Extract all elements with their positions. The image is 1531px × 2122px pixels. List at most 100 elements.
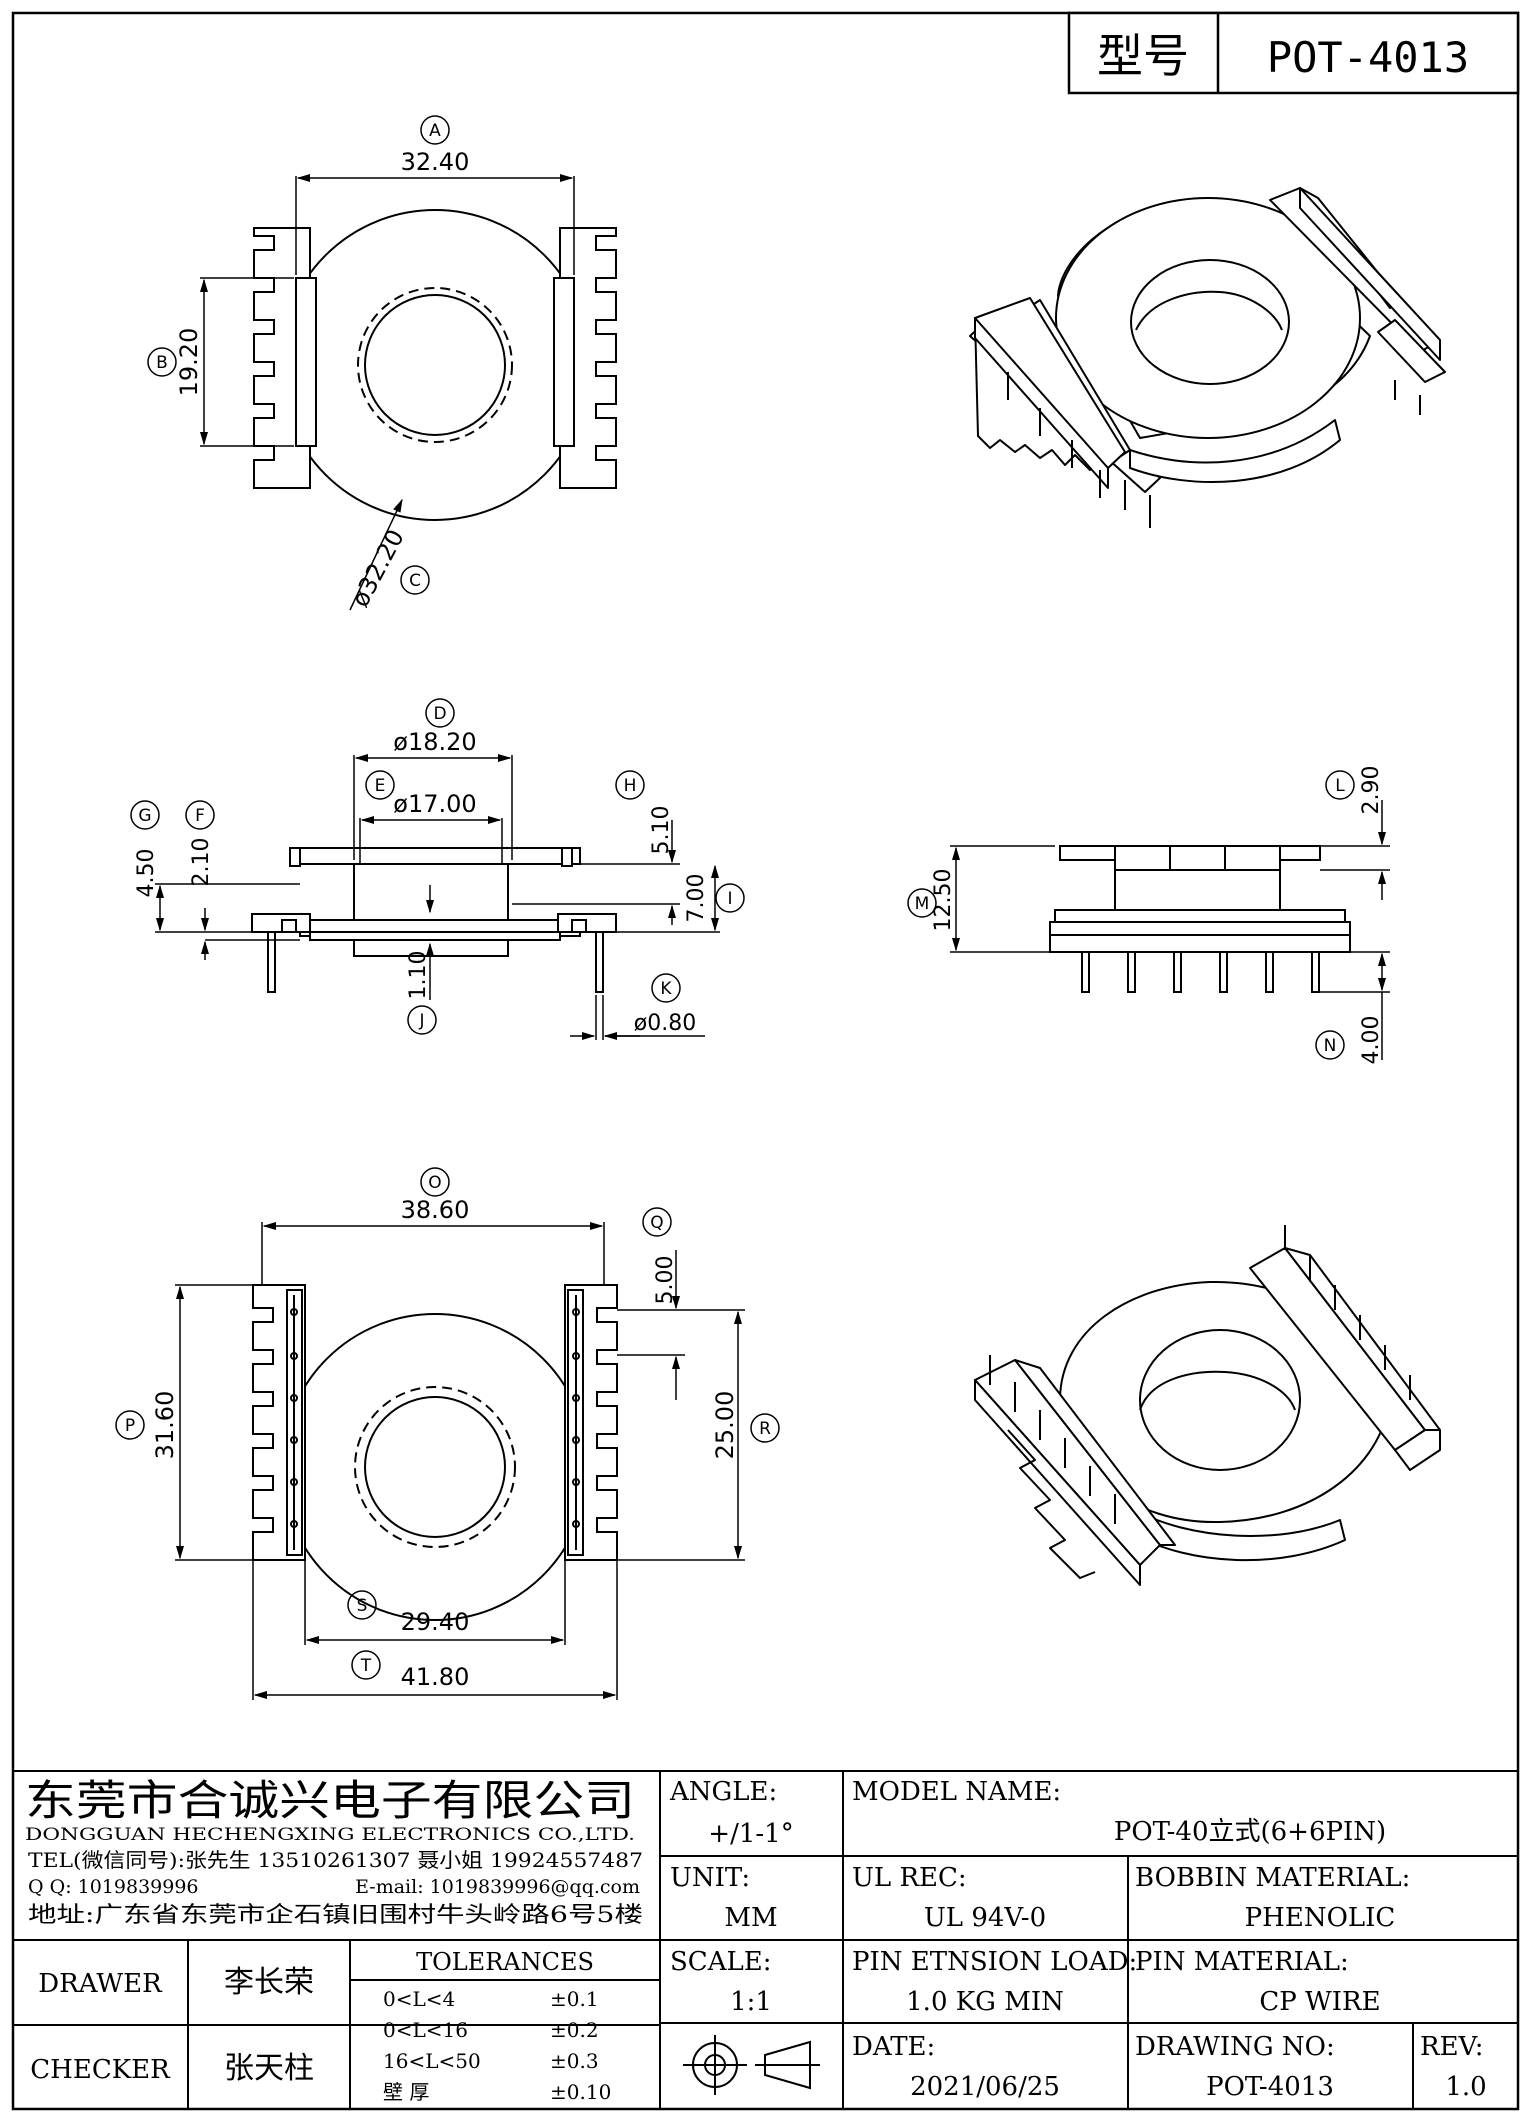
title-block xyxy=(13,1770,1518,2109)
pinmat-label: PIN MATERIAL: xyxy=(1135,1947,1349,1977)
date-value: 2021/06/25 xyxy=(910,2072,1060,2102)
dim-K: K ø0.80 xyxy=(634,973,696,1036)
dim-Q-value: 5.00 xyxy=(653,1256,678,1305)
dim-M-letter: M xyxy=(915,894,930,914)
unit-label: UNIT: xyxy=(670,1863,750,1893)
bobbin-label: BOBBIN MATERIAL: xyxy=(1135,1863,1410,1893)
bobbin-value: PHENOLIC xyxy=(1245,1903,1396,1933)
front-view xyxy=(1049,845,1351,993)
dim-F-letter: F xyxy=(195,806,205,826)
dim-E-letter: E xyxy=(375,776,386,796)
drawno-value: POT-4013 xyxy=(1206,2072,1334,2102)
company-email: E-mail: 1019839996@qq.com xyxy=(355,1876,640,1898)
dim-R-letter: R xyxy=(759,1419,771,1439)
iso-view-bottom xyxy=(974,1225,1441,1586)
unit-value: MM xyxy=(724,1903,777,1933)
dim-S-value: 29.40 xyxy=(401,1608,470,1636)
type-label: 型号 xyxy=(1097,29,1189,83)
dim-H-value: 5.10 xyxy=(649,806,674,855)
drawer-label: DRAWER xyxy=(38,1969,163,1999)
dim-P-value: 31.60 xyxy=(151,1391,179,1460)
company-address: 地址:广东省东莞市企石镇旧围村牛头岭路6号5楼 xyxy=(28,1903,643,1928)
date-label: DATE: xyxy=(852,2032,935,2062)
tol-value: ±0.3 xyxy=(550,2049,599,2073)
dim-G-value: 4.50 xyxy=(134,849,159,898)
dim-C-value: ø32.20 xyxy=(346,525,410,612)
tolerance-table: 0<L<4 ±0.1 0<L<16 ±0.2 16<L<50 ±0.3 壁 厚 … xyxy=(383,1987,611,2104)
front-view-dims xyxy=(950,800,1390,1060)
angle-value: +/1-1° xyxy=(708,1819,793,1849)
model-label: MODEL NAME: xyxy=(852,1777,1061,1807)
dim-R-value: 25.00 xyxy=(711,1391,739,1460)
dim-M-value: 12.50 xyxy=(931,869,956,932)
bottom-view xyxy=(252,1284,618,1621)
checker-name: 张天柱 xyxy=(224,2051,314,2086)
dim-T: T 41.80 xyxy=(351,1650,469,1691)
dim-F: F 2.10 xyxy=(185,800,215,886)
top-view xyxy=(253,209,617,521)
tol-value: ±0.2 xyxy=(550,2018,599,2042)
dim-K-value: ø0.80 xyxy=(634,1011,696,1036)
company-qq: Q Q: 1019839996 xyxy=(28,1876,199,1898)
dim-N: N 4.00 xyxy=(1315,1016,1384,1065)
dim-O-value: 38.60 xyxy=(401,1196,470,1224)
ul-label: UL REC: xyxy=(852,1863,967,1893)
dim-L-letter: L xyxy=(1335,776,1345,796)
dim-C: ø32.20 C xyxy=(346,525,430,612)
dim-H: H 5.10 xyxy=(615,770,674,855)
rev-value: 1.0 xyxy=(1445,2072,1486,2102)
dim-T-letter: T xyxy=(360,1656,372,1676)
tol-range: 0<L<4 xyxy=(383,1987,455,2011)
bottom-view-dims xyxy=(175,1221,745,1700)
tol-value: ±0.1 xyxy=(550,1987,599,2011)
drawno-label: DRAWING NO: xyxy=(1135,2032,1335,2062)
dim-J-letter: J xyxy=(418,1011,424,1031)
dim-K-letter: K xyxy=(660,979,672,999)
dim-O-letter: O xyxy=(428,1173,441,1193)
dim-N-value: 4.00 xyxy=(1359,1016,1384,1065)
dim-J-value: 1.10 xyxy=(406,951,431,1000)
dim-O: O 38.60 xyxy=(401,1167,470,1224)
dim-B: B 19.20 xyxy=(147,328,203,397)
tolerances-title: TOLERANCES xyxy=(416,1948,594,1976)
dim-D: D ø18.20 xyxy=(393,698,477,756)
model-number: POT-4013 xyxy=(1267,33,1469,82)
dim-E-value: ø17.00 xyxy=(393,790,476,818)
dim-D-letter: D xyxy=(433,704,446,724)
dim-E: E ø17.00 xyxy=(365,770,477,818)
dim-J: 1.10 J xyxy=(406,951,437,1035)
scale-value: 1:1 xyxy=(730,1987,772,2017)
dim-I-letter: I xyxy=(727,889,732,909)
ul-value: UL 94V-0 xyxy=(924,1903,1046,1933)
dim-S-letter: S xyxy=(357,1596,368,1616)
pinload-label: PIN ETNSION LOAD: xyxy=(852,1947,1137,1977)
tol-range: 0<L<16 xyxy=(383,2018,468,2042)
angle-label: ANGLE: xyxy=(669,1777,777,1807)
dim-H-letter: H xyxy=(624,776,637,796)
title-block-text: ANGLE: +/1-1° UNIT: MM SCALE: 1:1 MODEL … xyxy=(30,1777,1486,2102)
projection-symbol xyxy=(683,2035,820,2095)
dim-L: L 2.90 xyxy=(1325,766,1384,815)
company-name-en: DONGGUAN HECHENGXING ELECTRONICS CO.,LTD… xyxy=(25,1825,635,1845)
dim-R: R 25.00 xyxy=(711,1391,780,1460)
dim-A: A 32.40 xyxy=(401,115,469,176)
checker-label: CHECKER xyxy=(30,2055,171,2085)
dim-M: M 12.50 xyxy=(907,869,956,932)
pinmat-value: CP WIRE xyxy=(1259,1987,1380,2017)
tol-range: 壁 厚 xyxy=(383,2080,429,2104)
top-view-dims xyxy=(199,173,575,611)
tol-range: 16<L<50 xyxy=(383,2049,481,2073)
dim-P-letter: P xyxy=(125,1416,135,1436)
dim-B-value: 19.20 xyxy=(175,328,203,397)
dim-N-letter: N xyxy=(1324,1036,1337,1056)
dim-Q-letter: Q xyxy=(650,1213,663,1233)
scale-label: SCALE: xyxy=(670,1947,772,1977)
header-box: 型号 POT-4013 xyxy=(1067,11,1520,95)
dim-B-letter: B xyxy=(156,353,168,373)
pinload-value: 1.0 KG MIN xyxy=(906,1987,1064,2017)
drawer-name: 李长荣 xyxy=(224,1965,314,2000)
company-info: 东莞市合诚兴电子有限公司 DONGGUAN HECHENGXING ELECTR… xyxy=(25,1776,643,1928)
dim-Q: Q 5.00 xyxy=(642,1207,678,1305)
dim-L-value: 2.90 xyxy=(1359,766,1384,815)
model-value: POT-40立式(6+6PIN) xyxy=(1114,1817,1386,1847)
